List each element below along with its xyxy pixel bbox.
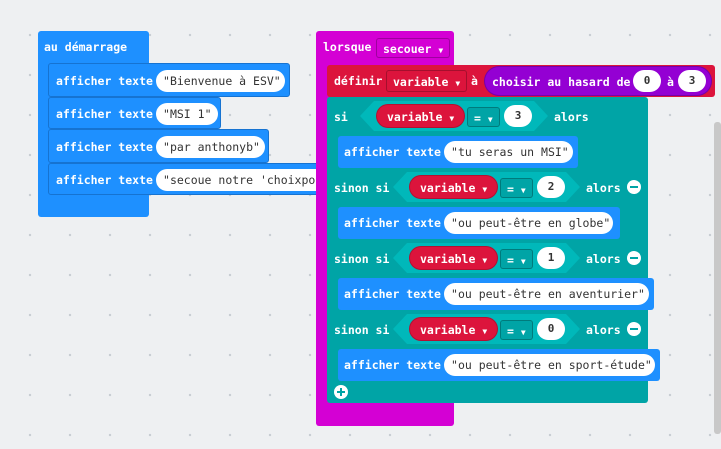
else-if-label: sinon si bbox=[334, 181, 390, 195]
show-string-label: afficher texte bbox=[56, 173, 153, 187]
variable-name: variable bbox=[420, 181, 476, 195]
random-min-input[interactable]: 0 bbox=[633, 70, 661, 92]
variable-name: variable bbox=[420, 252, 476, 266]
remove-branch-icon[interactable] bbox=[627, 180, 641, 194]
variable-name: variable bbox=[420, 323, 476, 337]
compare-operator-dropdown[interactable]: = ▼ bbox=[467, 107, 500, 127]
chevron-down-icon: ▼ bbox=[438, 46, 444, 55]
string-value: par anthonyb bbox=[169, 140, 254, 154]
string-input[interactable]: "Bienvenue à ESV" bbox=[156, 70, 285, 92]
show-string-block-4[interactable]: afficher texte "secoue notre 'choixpo bbox=[48, 163, 328, 195]
show-string-label: afficher texte bbox=[344, 216, 441, 230]
string-input[interactable]: "ou peut-être en sport-étude" bbox=[444, 354, 655, 376]
show-string-block-1[interactable]: afficher texte "Bienvenue à ESV" bbox=[48, 63, 290, 97]
show-string-label: afficher texte bbox=[344, 358, 441, 372]
compare-operator-dropdown[interactable]: = ▼ bbox=[500, 249, 533, 269]
else-if-label: sinon si bbox=[334, 252, 390, 266]
add-branch-icon[interactable] bbox=[334, 385, 348, 399]
chevron-down-icon: ▼ bbox=[482, 327, 488, 336]
random-label: choisir au hasard de bbox=[492, 75, 631, 89]
on-start-label: au démarrage bbox=[44, 40, 128, 54]
chevron-down-icon: ▼ bbox=[520, 186, 526, 195]
operator-value: = bbox=[507, 324, 514, 338]
string-value: ou peut-être en sport-étude bbox=[457, 358, 645, 372]
show-string-block-branch-4[interactable]: afficher texte "ou peut-être en sport-ét… bbox=[338, 349, 660, 381]
chevron-down-icon: ▼ bbox=[482, 256, 488, 265]
to-label: à bbox=[471, 74, 478, 88]
variable-name: variable bbox=[387, 110, 443, 124]
compare-operator-dropdown[interactable]: = ▼ bbox=[500, 320, 533, 340]
chevron-down-icon: ▼ bbox=[449, 114, 455, 123]
string-value: Bienvenue à ESV bbox=[169, 74, 274, 88]
string-value: tu seras un MSI bbox=[457, 145, 562, 159]
else-if-label: sinon si bbox=[334, 323, 390, 337]
variable-reporter[interactable]: variable ▼ bbox=[409, 317, 499, 341]
random-max-input[interactable]: 3 bbox=[678, 70, 706, 92]
string-value: secoue notre 'choixpo bbox=[169, 173, 316, 187]
set-variable-block[interactable]: définir variable ▼ à choisir au hasard d… bbox=[327, 65, 715, 97]
string-input[interactable]: "par anthonyb" bbox=[156, 136, 265, 158]
compare-value-input[interactable]: 3 bbox=[504, 105, 532, 127]
show-string-label: afficher texte bbox=[56, 107, 153, 121]
show-string-block-2[interactable]: afficher texte "MSI 1" bbox=[48, 97, 221, 129]
set-label: définir bbox=[334, 74, 383, 88]
chevron-down-icon: ▼ bbox=[520, 328, 526, 337]
string-value: ou peut-être en globe bbox=[457, 216, 604, 230]
compare-operator-dropdown[interactable]: = ▼ bbox=[500, 178, 533, 198]
chevron-down-icon: ▼ bbox=[487, 115, 493, 124]
string-value: MSI 1 bbox=[169, 107, 205, 121]
chevron-down-icon: ▼ bbox=[455, 79, 461, 88]
variable-reporter[interactable]: variable ▼ bbox=[409, 246, 499, 270]
show-string-block-branch-1[interactable]: afficher texte "tu seras un MSI" bbox=[338, 136, 578, 168]
if-label: si bbox=[334, 110, 348, 124]
chevron-down-icon: ▼ bbox=[520, 257, 526, 266]
string-input[interactable]: "secoue notre 'choixpo bbox=[156, 169, 326, 191]
compare-value-input[interactable]: 1 bbox=[537, 247, 565, 269]
on-gesture-label: lorsque bbox=[323, 40, 372, 54]
string-value: ou peut-être en aventurier bbox=[457, 287, 638, 301]
show-string-label: afficher texte bbox=[56, 74, 153, 88]
vertical-scrollbar[interactable] bbox=[714, 122, 721, 434]
show-string-label: afficher texte bbox=[56, 140, 153, 154]
compare-value-input[interactable]: 0 bbox=[537, 318, 565, 340]
variable-reporter[interactable]: variable ▼ bbox=[409, 175, 499, 199]
operator-value: = bbox=[507, 182, 514, 196]
variable-dropdown[interactable]: variable ▼ bbox=[386, 70, 468, 92]
show-string-block-branch-2[interactable]: afficher texte "ou peut-être en globe" bbox=[338, 207, 620, 239]
and-label: à bbox=[667, 75, 674, 89]
variable-reporter[interactable]: variable ▼ bbox=[376, 104, 466, 128]
then-label: alors bbox=[586, 252, 621, 266]
random-block[interactable]: choisir au hasard de 0 à 3 bbox=[484, 66, 712, 96]
show-string-block-branch-3[interactable]: afficher texte "ou peut-être en aventuri… bbox=[338, 278, 654, 310]
chevron-down-icon: ▼ bbox=[482, 185, 488, 194]
show-string-label: afficher texte bbox=[344, 145, 441, 159]
show-string-block-3[interactable]: afficher texte "par anthonyb" bbox=[48, 129, 269, 163]
then-label: alors bbox=[554, 110, 589, 124]
then-label: alors bbox=[586, 323, 621, 337]
string-input[interactable]: "ou peut-être en aventurier" bbox=[444, 283, 649, 305]
remove-branch-icon[interactable] bbox=[627, 251, 641, 265]
string-input[interactable]: "MSI 1" bbox=[156, 103, 218, 125]
string-input[interactable]: "tu seras un MSI" bbox=[444, 141, 573, 163]
remove-branch-icon[interactable] bbox=[627, 322, 641, 336]
operator-value: = bbox=[474, 111, 481, 125]
gesture-dropdown[interactable]: secouer ▼ bbox=[376, 38, 451, 58]
then-label: alors bbox=[586, 181, 621, 195]
gesture-value: secouer bbox=[383, 42, 432, 56]
show-string-label: afficher texte bbox=[344, 287, 441, 301]
operator-value: = bbox=[507, 253, 514, 267]
variable-name: variable bbox=[393, 75, 449, 89]
compare-value-input[interactable]: 2 bbox=[537, 176, 565, 198]
string-input[interactable]: "ou peut-être en globe" bbox=[444, 212, 613, 234]
